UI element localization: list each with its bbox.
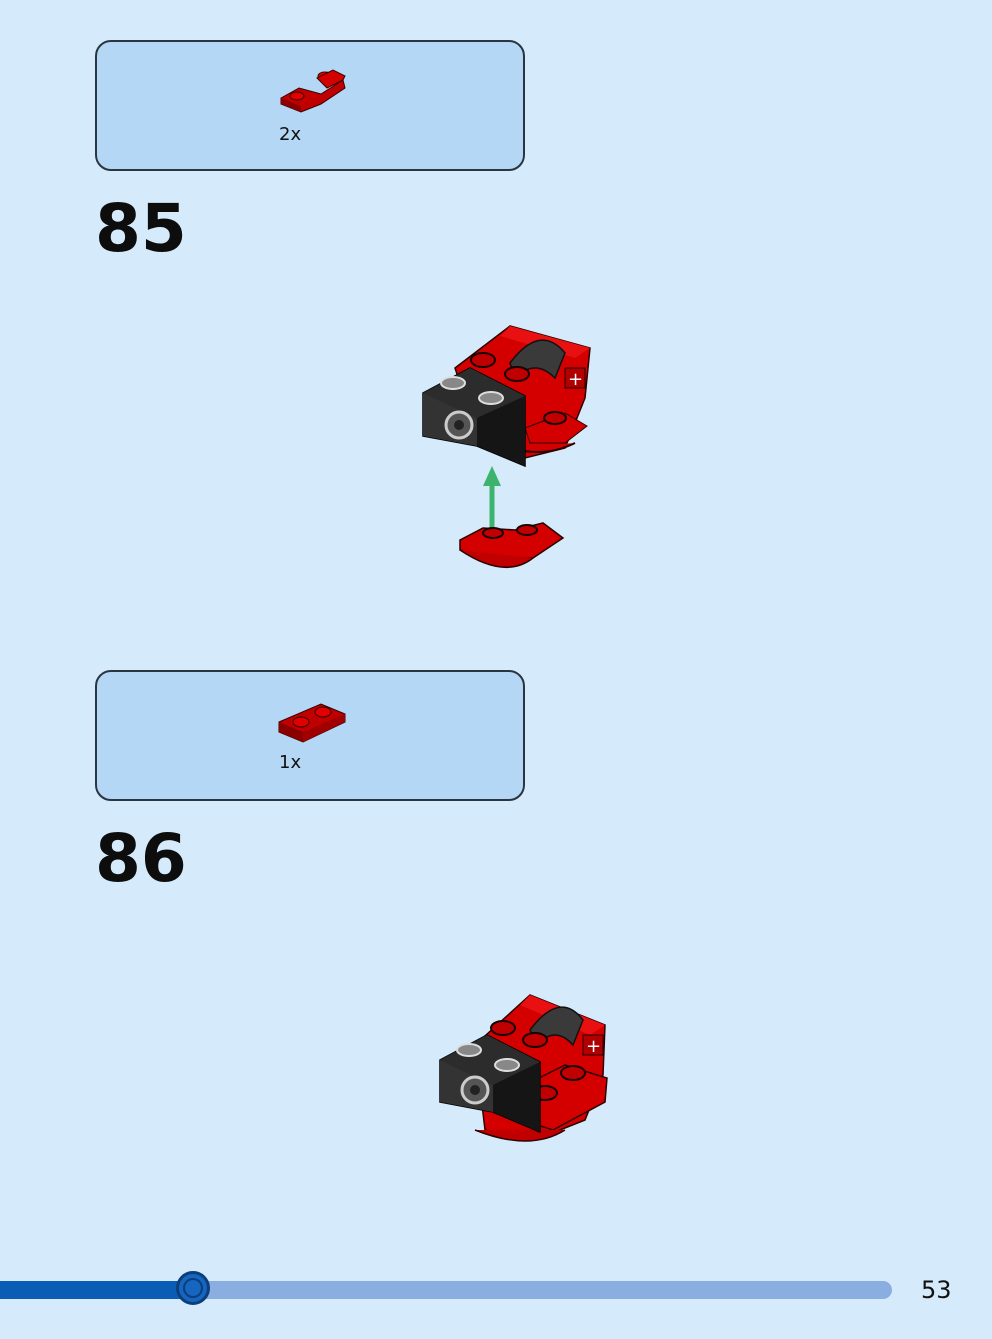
parts-quantity: 2x	[279, 124, 302, 145]
parts-callout-step-85: 2x	[95, 40, 525, 171]
step-number-86: 86	[95, 820, 187, 897]
page-number: 53	[921, 1276, 952, 1304]
progress-bar	[0, 1271, 892, 1305]
step-number-85: 85	[95, 190, 187, 267]
svg-text:+: +	[568, 369, 583, 390]
red-curved-slope-part-icon	[280, 69, 346, 113]
red-plate-part-icon	[278, 703, 346, 743]
parts-callout-step-86: 1x	[95, 670, 525, 801]
parts-quantity: 1x	[279, 752, 302, 773]
svg-text:+: +	[586, 1036, 601, 1057]
build-model-step-86: +	[439, 994, 608, 1142]
progress-knob-icon	[175, 1271, 210, 1305]
build-model-step-85: +	[422, 325, 591, 569]
progress-fill	[0, 1281, 193, 1299]
